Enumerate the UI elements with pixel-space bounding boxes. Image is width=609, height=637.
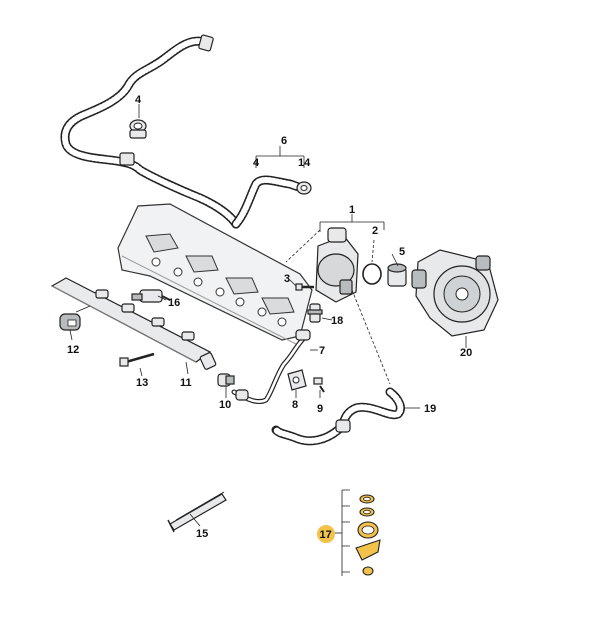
clip-14[interactable] [296,181,312,195]
callout-3: 3 [284,273,290,285]
callout-4-upper: 4 [135,94,142,106]
repair-kit-17[interactable] [334,489,381,576]
callout-10: 10 [219,399,231,411]
callout-16: 16 [168,297,180,309]
callout-8: 8 [292,399,298,411]
vacuum-pump-20[interactable] [411,249,499,337]
fuel-hose-19[interactable] [271,387,405,446]
bolt-9[interactable] [313,377,325,393]
callout-12: 12 [67,344,79,356]
callout-labels: 4 6 4 14 1 2 5 3 16 18 12 7 20 13 11 10 … [67,94,472,543]
fuel-rail-11[interactable] [50,277,217,370]
leader-lines [69,104,467,527]
tool-15[interactable] [167,491,227,533]
callout-1: 1 [349,204,355,216]
fitting-10[interactable] [217,373,235,387]
callout-4-lower: 4 [253,157,260,169]
callout-2: 2 [372,225,378,237]
bolt-3[interactable] [295,283,314,291]
callout-20: 20 [460,347,472,359]
injector-16[interactable] [131,289,171,303]
callout-13: 13 [136,377,148,389]
callout-17-highlight [317,525,335,543]
bracket-8[interactable] [287,369,307,391]
callout-9: 9 [317,403,323,415]
callout-18: 18 [331,315,343,327]
roller-tappet-5[interactable] [387,263,407,287]
callout-19: 19 [424,403,436,415]
high-pressure-pump-1[interactable] [315,227,359,303]
high-pressure-pipe-7[interactable] [231,329,311,405]
vent-hose-upper[interactable] [60,34,241,229]
vent-hose-middle[interactable] [231,175,309,229]
pressure-sensor-12[interactable] [59,305,91,331]
callout-17: 17 [320,529,332,541]
callout-15: 15 [196,528,208,540]
callout-14: 14 [298,157,311,169]
cylinder-head [117,203,313,345]
callout-5: 5 [399,246,405,258]
bolt-13[interactable] [119,352,155,367]
clip-4-upper[interactable] [129,119,147,139]
fitting-18[interactable] [307,303,323,323]
callout-11: 11 [180,377,192,389]
o-ring-2[interactable] [362,263,382,285]
callout-7: 7 [319,345,325,357]
callout-6: 6 [281,135,287,147]
